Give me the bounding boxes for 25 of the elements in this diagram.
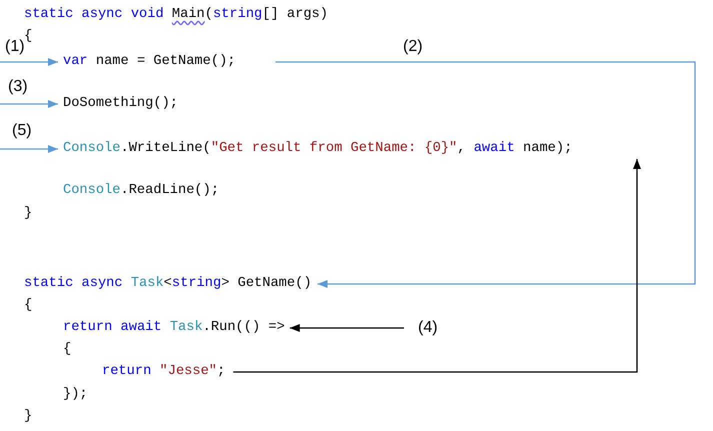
- code-line: Console.WriteLine("Get result from GetName: {0}", await name);: [63, 140, 572, 158]
- edge-label: (2): [403, 38, 423, 56]
- code-line: {: [63, 341, 72, 359]
- step-number: (4): [418, 319, 438, 337]
- code-line: static async void Main(string[] args): [24, 6, 328, 24]
- arrow: [233, 159, 641, 373]
- code-line: {: [24, 28, 32, 46]
- code-line: Console.ReadLine();: [63, 182, 220, 200]
- arrow: [0, 58, 58, 66]
- arrow: [276, 61, 696, 288]
- arrow: [0, 100, 58, 108]
- code-line: }: [24, 408, 32, 426]
- code-line: var name = GetName();: [63, 53, 236, 71]
- code-line: }: [24, 205, 32, 223]
- code-line: {: [24, 297, 32, 315]
- edge-label: (1): [5, 38, 25, 56]
- code-line: return "Jesse";: [102, 363, 226, 381]
- code-line: DoSomething();: [63, 95, 178, 113]
- arrow: [290, 324, 404, 332]
- code-line: });: [63, 386, 88, 404]
- arrow: [0, 145, 58, 153]
- code-line: return await Task.Run(() =>: [63, 319, 285, 337]
- edge-label: (3): [8, 78, 28, 96]
- code-line: static async Task<string> GetName(): [24, 275, 312, 293]
- edge-label: (5): [12, 122, 32, 140]
